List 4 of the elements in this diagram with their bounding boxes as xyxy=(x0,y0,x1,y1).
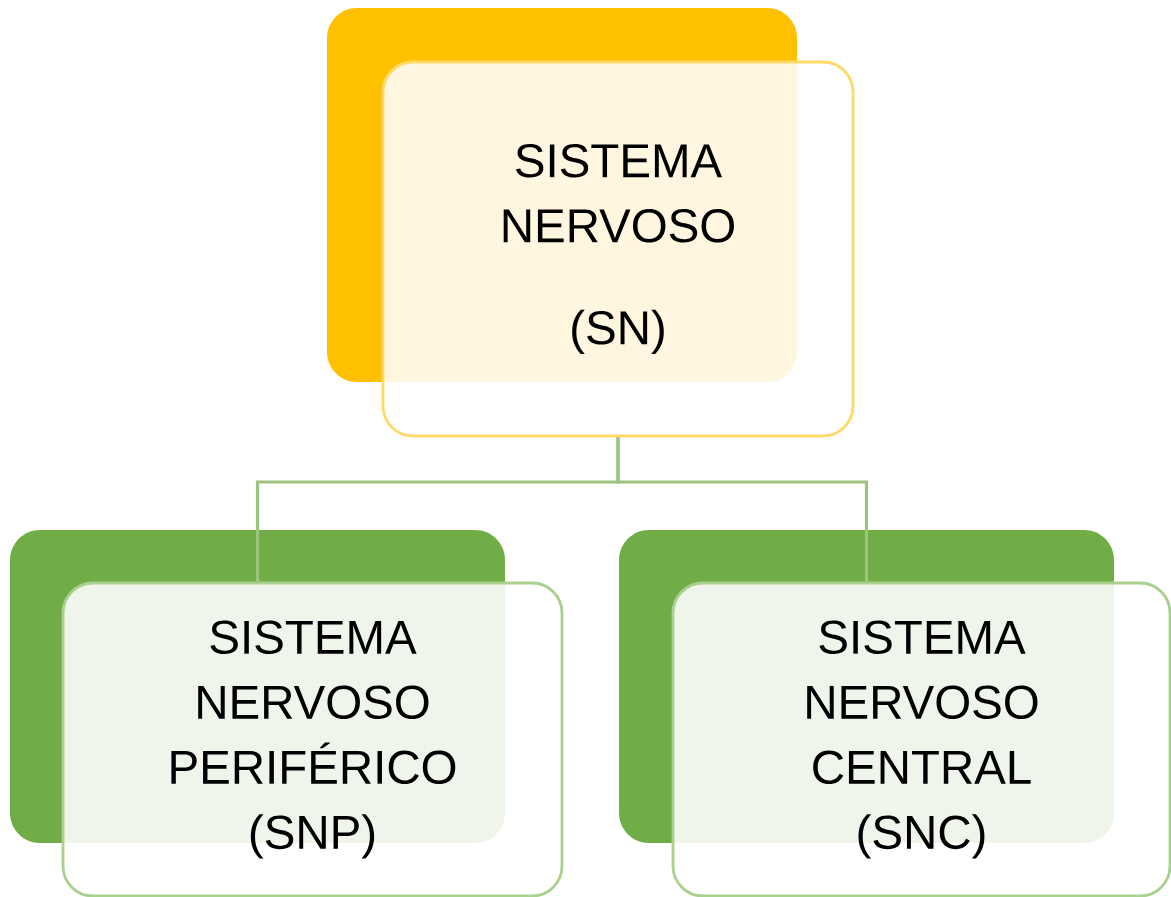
process-box: SISTEMA NERVOSO CENTRAL (SNC) xyxy=(619,530,1171,897)
process-box: SISTEMA NERVOSO (SN) xyxy=(327,8,855,438)
connector-line xyxy=(616,437,869,583)
process-box: SISTEMA NERVOSO PERIFÉRICO (SNP) xyxy=(10,530,564,897)
